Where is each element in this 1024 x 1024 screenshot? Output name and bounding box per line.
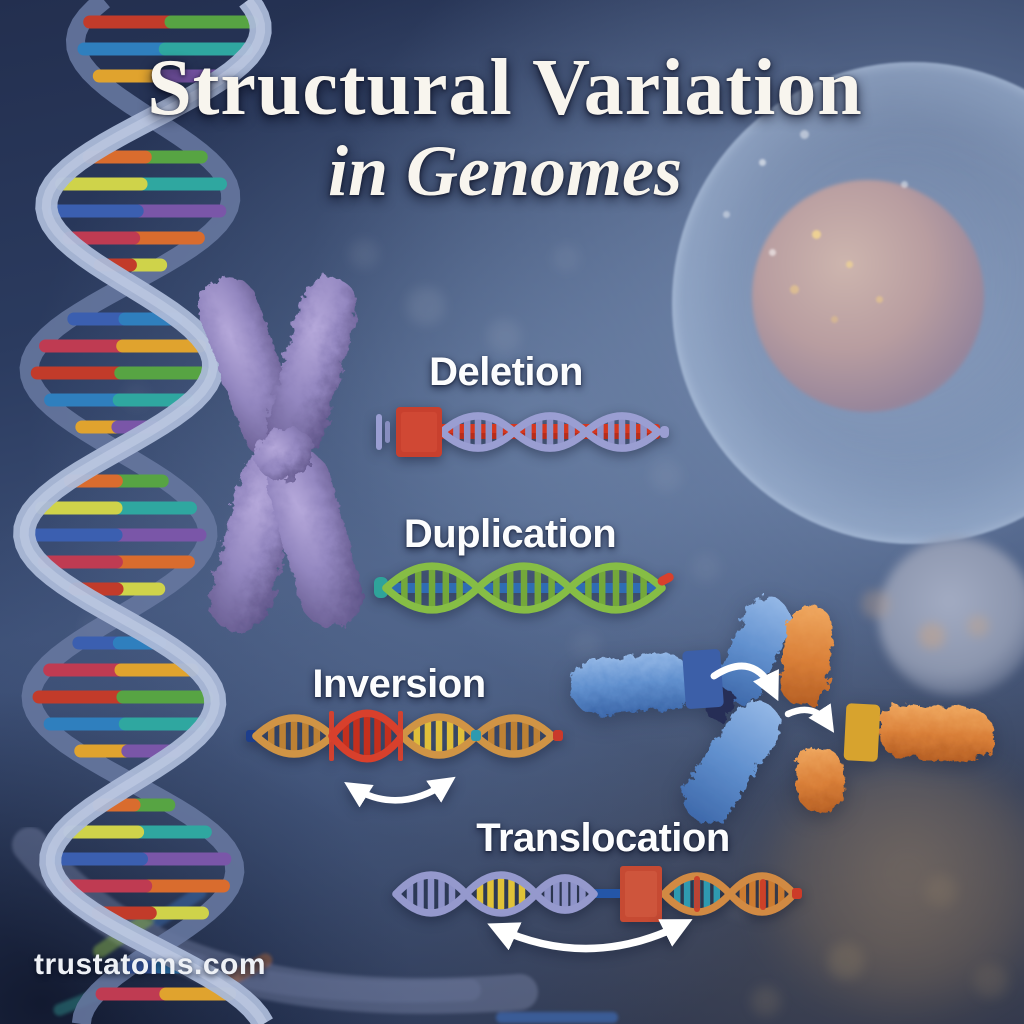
label-duplication: Duplication xyxy=(403,512,617,556)
watermark: trustatoms.com xyxy=(34,948,267,981)
title-line-1: Structural Variation xyxy=(147,44,863,132)
translocation-swap-arrow xyxy=(487,919,693,953)
inversion-swap-arrow xyxy=(344,776,456,808)
cell-illustration-small xyxy=(878,538,1024,696)
translocation-exchange-arrows xyxy=(710,662,835,733)
translocation-helix-illustration xyxy=(392,866,802,922)
label-deletion: Deletion xyxy=(429,350,583,394)
dna-double-helix-illustration xyxy=(13,0,273,1024)
label-translocation: Translocation xyxy=(476,816,730,860)
inversion-helix-illustration xyxy=(246,709,563,763)
deletion-helix-illustration xyxy=(376,407,669,457)
title-line-2: in Genomes xyxy=(327,130,683,211)
translocation-chromosomes-illustration xyxy=(570,597,994,824)
label-inversion: Inversion xyxy=(312,662,486,706)
page-title: Structural Variation in Genomes xyxy=(92,44,918,212)
duplication-helix-illustration xyxy=(374,562,674,614)
chromosome-x-illustration xyxy=(198,277,364,632)
cell-nucleus xyxy=(752,180,984,412)
